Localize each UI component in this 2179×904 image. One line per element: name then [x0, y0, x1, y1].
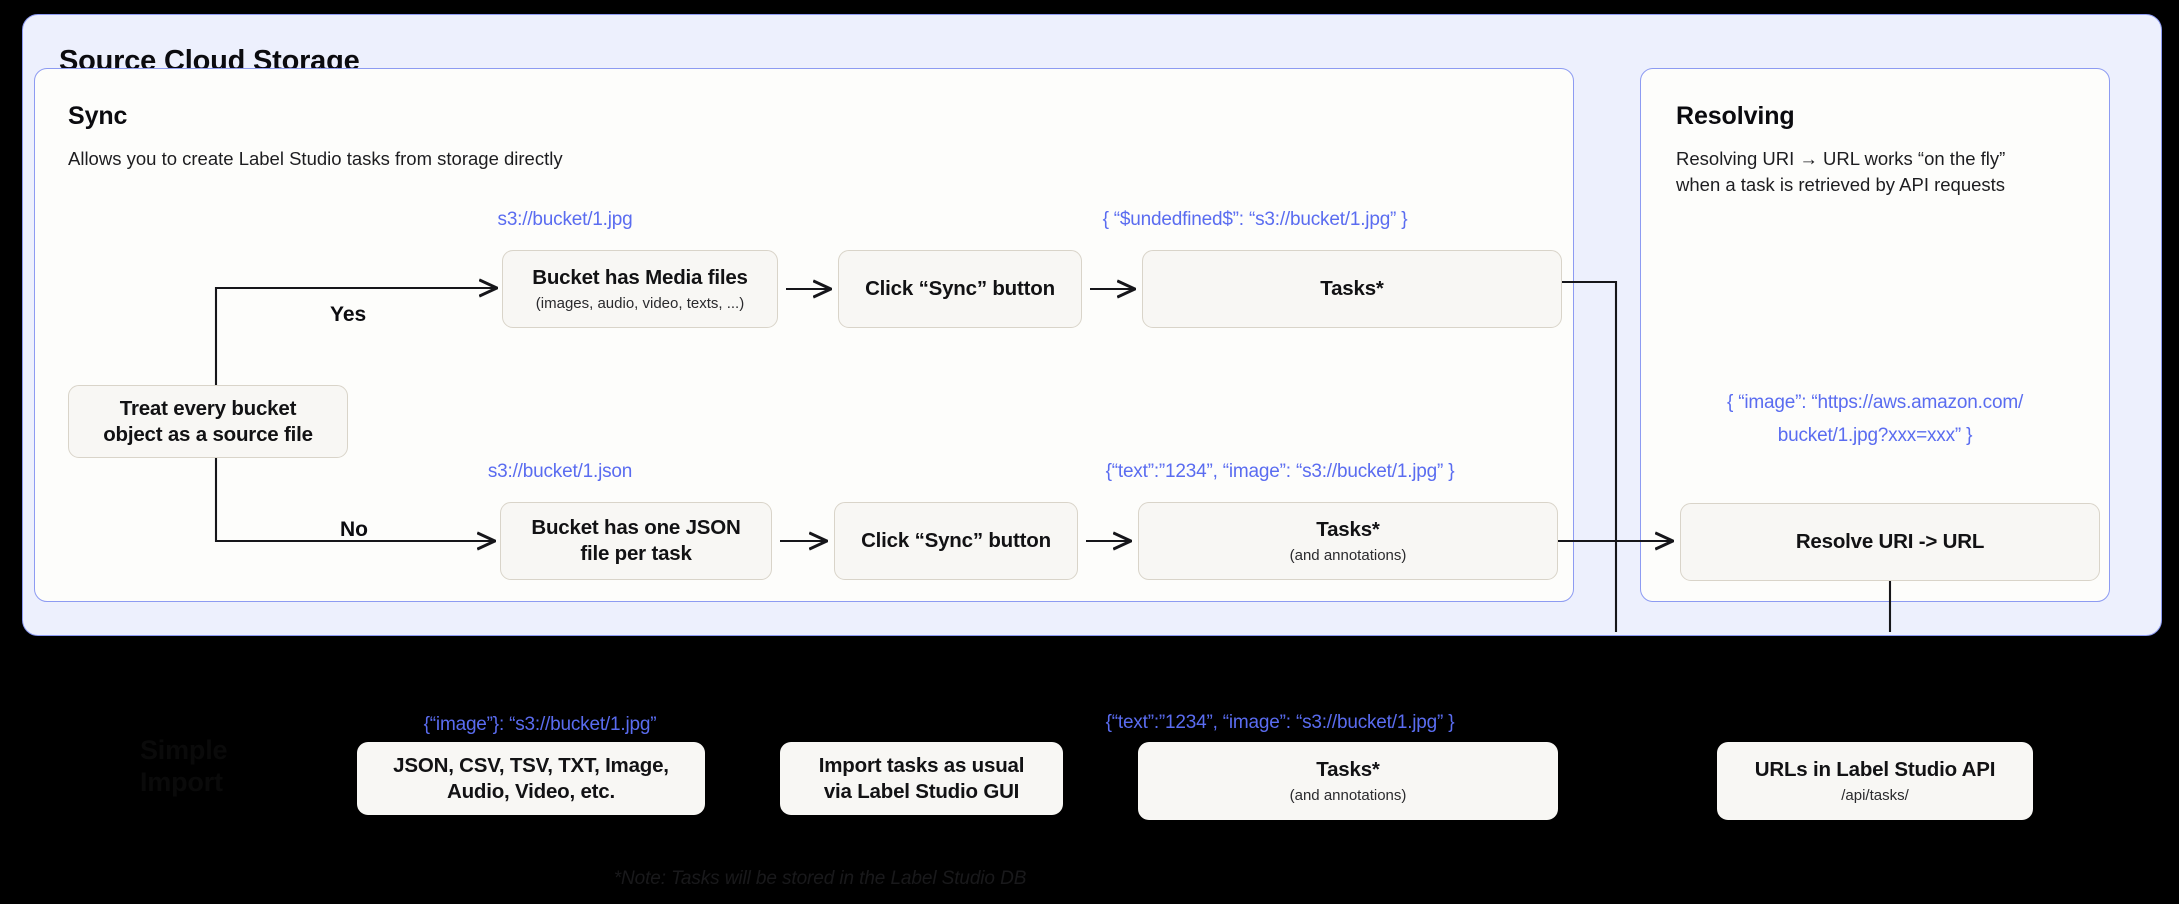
edge-label-yes: Yes: [330, 303, 367, 326]
edge-label-no: No: [340, 518, 368, 541]
decision-box-source-file[interactable]: Treat every bucket object as a source fi…: [68, 385, 348, 458]
annotation-uri-json: s3://bucket/1.json: [487, 461, 633, 482]
resolving-heading: Resolving: [1676, 102, 1795, 130]
simple-import-title-line2: Import: [140, 766, 223, 797]
annotation-task-undefined: { “$undedfined$”: “s3://bucket/1.jpg” }: [1102, 209, 1408, 230]
annotation-resolved-url-line2: bucket/1.jpg?xxx=xxx” }: [1777, 425, 1973, 446]
box-tasks-import[interactable]: Tasks* (and annotations): [1138, 742, 1558, 820]
box-tasks-import-sub: (and annotations): [1289, 786, 1407, 804]
decision-box-line2: object as a source file: [103, 422, 313, 446]
annotation-import-tasks: {“text”:”1234”, “image”: “s3://bucket/1.…: [1105, 712, 1455, 733]
box-resolve-uri-title: Resolve URI -> URL: [1795, 530, 1985, 554]
box-urls-label-studio-api[interactable]: URLs in Label Studio API /api/tasks/: [1717, 742, 2033, 820]
box-formats-line1: JSON, CSV, TSV, TXT, Image,: [393, 753, 669, 777]
box-tasks-top[interactable]: Tasks*: [1142, 250, 1562, 328]
box-click-sync-title-top: Click “Sync” button: [865, 277, 1055, 301]
box-bucket-has-media-files[interactable]: Bucket has Media files (images, audio, v…: [502, 250, 778, 328]
box-formats-line2: Audio, Video, etc.: [446, 779, 616, 803]
box-urls-title: URLs in Label Studio API: [1754, 758, 1996, 782]
box-bucket-media-sub: (images, audio, video, texts, ...): [535, 294, 745, 312]
box-bucket-one-json[interactable]: Bucket has one JSON file per task: [500, 502, 772, 580]
annotation-resolved-url-line1: { “image”: “https://aws.amazon.com/: [1726, 392, 2024, 413]
box-tasks-bottom-title: Tasks*: [1316, 518, 1380, 542]
box-tasks-top-title: Tasks*: [1320, 277, 1384, 301]
box-bucket-json-line1: Bucket has one JSON: [531, 516, 741, 540]
footnote-note: *Note: Tasks will be stored in the Label…: [613, 868, 1027, 889]
box-click-sync-button-bottom[interactable]: Click “Sync” button: [834, 502, 1078, 580]
box-bucket-media-title: Bucket has Media files: [532, 266, 748, 290]
box-bucket-json-line2: file per task: [580, 542, 692, 565]
box-tasks-bottom-sub: (and annotations): [1289, 546, 1407, 564]
annotation-task-text-image: {“text”:”1234”, “image”: “s3://bucket/1.…: [1105, 461, 1455, 482]
resolving-subtitle-line1: Resolving URI → URL works “on the fly”: [1676, 148, 2006, 169]
box-supported-formats[interactable]: JSON, CSV, TSV, TXT, Image, Audio, Video…: [357, 742, 705, 815]
annotation-uri-jpg: s3://bucket/1.jpg: [497, 209, 633, 230]
resolving-subtitle-line2: when a task is retrieved by API requests: [1676, 174, 2006, 195]
annotation-import-image: {“image”}: “s3://bucket/1.jpg”: [423, 714, 657, 735]
sync-subtitle: Allows you to create Label Studio tasks …: [68, 148, 563, 169]
sync-heading: Sync: [68, 102, 128, 130]
box-urls-sub: /api/tasks/: [1841, 786, 1909, 804]
simple-import-title: Simple Import: [140, 735, 370, 799]
box-click-sync-button-top[interactable]: Click “Sync” button: [838, 250, 1082, 328]
box-click-sync-title-bottom: Click “Sync” button: [861, 529, 1051, 553]
box-import-tasks-gui[interactable]: Import tasks as usual via Label Studio G…: [780, 742, 1063, 815]
decision-box-line1: Treat every bucket: [119, 396, 297, 420]
simple-import-title-line1: Simple: [140, 735, 228, 765]
box-import-line2: via Label Studio GUI: [823, 779, 1020, 803]
box-resolve-uri-url[interactable]: Resolve URI -> URL: [1680, 503, 2100, 581]
box-tasks-import-title: Tasks*: [1316, 758, 1380, 782]
box-import-line1: Import tasks as usual: [818, 753, 1025, 777]
box-tasks-bottom[interactable]: Tasks* (and annotations): [1138, 502, 1558, 580]
